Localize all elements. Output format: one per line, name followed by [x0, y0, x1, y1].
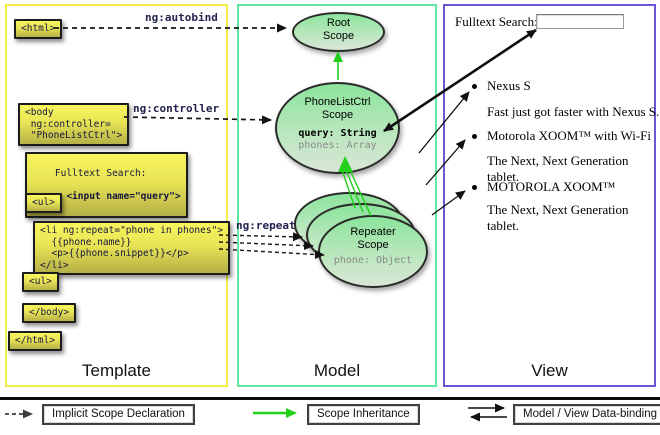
view-item-title-1: Nexus S: [487, 78, 531, 93]
phonelistctrl-scope-title: PhoneListCtrl Scope: [304, 96, 371, 121]
root-scope-title: Root Scope: [322, 17, 355, 42]
code-html-close: </html>: [8, 331, 63, 351]
label-ng-autobind: ng:autobind: [145, 11, 218, 24]
legend-implicit-scope: Implicit Scope Declaration: [42, 404, 195, 425]
view-item-title-2: Motorola XOOM™ with Wi-Fi: [487, 128, 652, 143]
root-scope-oval: Root Scope: [292, 12, 385, 52]
legend-scope-inheritance: Scope Inheritance: [307, 404, 420, 425]
repeater-scope-title: Repeater Scope: [350, 226, 396, 251]
view-bullet-3: [472, 185, 477, 190]
code-body-open: <body ng:controller= "PhoneListCtrl">: [18, 103, 130, 146]
model-panel-label: Model: [313, 361, 361, 380]
view-search-label: Fulltext Search:: [455, 14, 538, 29]
code-ul-open: <ul>: [25, 193, 62, 213]
view-item-desc-1: Fast just got faster with Nexus S.: [487, 104, 660, 119]
code-html-open: <html>: [14, 19, 63, 39]
code-fulltext-label: Fulltext Search:: [54, 167, 147, 179]
legend-databinding: Model / View Data-binding: [513, 404, 660, 425]
label-ng-repeat: ng:repeat: [236, 219, 296, 232]
code-ul-close: <ul>: [22, 272, 59, 292]
view-bullet-1: [472, 84, 477, 89]
code-body-close: </body>: [22, 303, 77, 323]
view-search-input[interactable]: [536, 14, 624, 29]
legend-separator: [0, 397, 660, 400]
view-panel: View: [443, 4, 656, 387]
label-ng-controller: ng:controller: [133, 102, 220, 115]
phonelistctrl-prop-phones: phones: Array: [298, 140, 377, 151]
view-item-title-3: MOTOROLA XOOM™: [487, 179, 616, 194]
code-li-repeat: <li ng:repeat="phone in phones"> {{phone…: [33, 221, 231, 275]
view-panel-label: View: [531, 361, 568, 380]
view-bullet-2: [472, 134, 477, 139]
view-item-desc-2: The Next, Next Generation tablet.: [487, 153, 629, 184]
phonelistctrl-prop-query: query: String: [298, 128, 377, 139]
template-panel-label: Template: [82, 361, 151, 380]
code-fulltext-input: <input name="query">: [54, 190, 181, 202]
repeater-prop-phone: phone: Object: [333, 255, 413, 266]
view-item-desc-3: The Next, Next Generation tablet.: [487, 202, 629, 233]
phonelistctrl-scope-oval: PhoneListCtrl Scope query: String phones…: [275, 82, 400, 174]
repeater-scope-oval: Repeater Scope phone: Object: [318, 215, 428, 288]
